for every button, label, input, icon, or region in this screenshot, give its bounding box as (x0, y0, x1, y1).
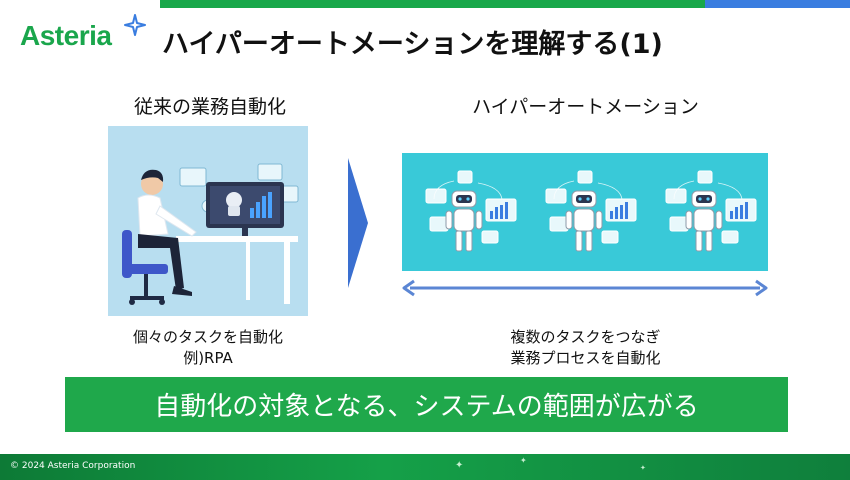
asteria-logo: Asteria (20, 14, 150, 54)
robot-icon (425, 170, 517, 252)
right-caption: 複数のタスクをつなぎ 業務プロセスを自動化 (403, 327, 768, 369)
person-at-desk-illustration (108, 126, 308, 316)
left-caption-line2: 例)RPA (183, 349, 233, 367)
person-at-desk-icon (122, 163, 299, 305)
left-heading: 従来の業務自動化 (133, 96, 286, 118)
summary-banner: 自動化の対象となる、システムの範囲が広がる (65, 377, 788, 432)
right-heading: ハイパーオートメーション (472, 96, 699, 118)
double-arrow-icon (402, 279, 768, 297)
right-caption-line1: 複数のタスクをつなぎ (510, 328, 661, 346)
left-caption: 個々のタスクを自動化 例)RPA (108, 327, 308, 369)
slide-title: ハイパーオートメーションを理解する(1) (162, 29, 663, 60)
robot-icon (545, 170, 637, 252)
logo-text: Asteria (20, 20, 112, 51)
chevron-right-icon (348, 158, 368, 288)
sparkle-icon (124, 14, 146, 36)
right-caption-line2: 業務プロセスを自動化 (510, 349, 661, 367)
top-accent-bar-blue (705, 0, 850, 8)
footer-bar: © 2024 Asteria Corporation ✦ ✦ ✦ (0, 454, 850, 480)
sparkle-icon: ✦ (640, 464, 646, 472)
robot-icon (665, 170, 757, 252)
sparkle-icon: ✦ (520, 456, 527, 465)
copyright-text: © 2024 Asteria Corporation (10, 461, 136, 471)
top-accent-bar-green (160, 0, 705, 8)
sparkle-icon: ✦ (455, 460, 464, 471)
robots-illustration (402, 153, 768, 271)
left-caption-line1: 個々のタスクを自動化 (132, 328, 283, 346)
